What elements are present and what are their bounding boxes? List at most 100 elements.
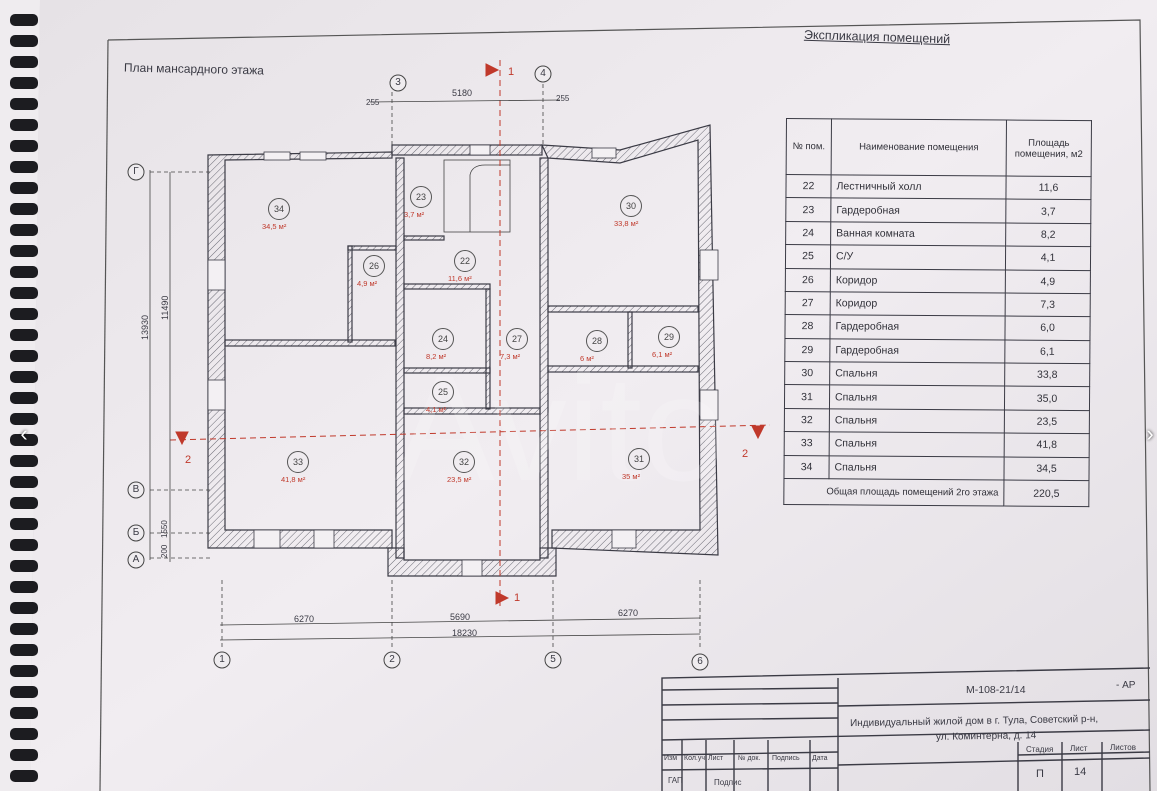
binding-coil — [10, 476, 38, 488]
room-area: 35 м² — [622, 472, 641, 481]
cell-name: С/У — [830, 244, 1006, 270]
room-number: 34 — [268, 198, 290, 220]
room-area: 3,7 м² — [404, 210, 425, 219]
binding-coil — [10, 308, 38, 320]
cell-num: 32 — [784, 408, 830, 432]
binding-coil — [10, 770, 38, 782]
axis-label: 2 — [389, 654, 395, 665]
title-address: ул. Коминтерна, д. 14 — [935, 730, 1037, 743]
next-photo-button[interactable]: › — [1146, 421, 1154, 446]
binding-coil — [10, 287, 38, 299]
binding-coil — [10, 665, 38, 677]
title-sheets-label: Листов — [1110, 743, 1136, 752]
binding-coil — [10, 560, 38, 572]
total-label: Общая площадь помещений 2го этажа — [783, 478, 1004, 507]
title-sheet-label: Лист — [1070, 744, 1088, 753]
cell-name: Спальня — [829, 385, 1005, 410]
axis-label: В — [132, 484, 140, 495]
binding-coil — [10, 266, 38, 278]
title-col-label: Дата — [812, 755, 828, 762]
title-col-label: № док. — [738, 755, 761, 762]
room-number: 26 — [363, 255, 385, 277]
dim-left-small-b: 1550 — [160, 520, 169, 538]
col-num: № пом. — [786, 118, 832, 175]
room-area: 4,9 м² — [357, 279, 378, 288]
cell-area: 34,5 — [1003, 456, 1090, 481]
axis-marker — [127, 481, 145, 499]
axis-marker — [389, 74, 407, 92]
title-col-label: Лист — [708, 755, 724, 762]
cell-num: 34 — [783, 454, 830, 479]
dim-top-right: 255 — [556, 94, 570, 103]
axis-label: 4 — [540, 68, 546, 79]
binding-coil — [10, 371, 38, 383]
room-area: 4,1 м² — [426, 405, 447, 414]
cell-area: 6,1 — [1004, 339, 1090, 364]
prev-photo-button[interactable]: ‹ — [20, 421, 28, 446]
room-area: 33,8 м² — [614, 219, 639, 228]
axis-label: 3 — [395, 77, 401, 88]
section-mark-top: 1 — [508, 66, 515, 78]
binding-coil — [10, 602, 38, 614]
binding-coil — [10, 245, 38, 257]
cell-name: Спальня — [829, 361, 1005, 387]
binding-coil — [10, 182, 38, 194]
cell-num: 28 — [784, 314, 831, 339]
binding-coil — [10, 119, 38, 131]
cell-num: 30 — [784, 361, 830, 386]
axis-label: 5 — [550, 654, 556, 665]
cell-name: Коридор — [830, 291, 1006, 317]
binding-coil — [10, 161, 38, 173]
cell-area: 11,6 — [1005, 176, 1092, 201]
axis-marker — [534, 65, 552, 83]
room-area: 7,3 м² — [500, 352, 521, 361]
section-mark-bottom: 1 — [514, 592, 521, 604]
section-mark-right: 2 — [742, 448, 749, 460]
axis-marker — [127, 551, 145, 569]
binding-coil — [10, 329, 38, 341]
dim-left-small-a: 200 — [160, 544, 169, 558]
binding-coil — [10, 35, 38, 47]
title-col-label: Изм — [664, 755, 678, 762]
cell-name: Лестничный холл — [830, 174, 1007, 200]
binding-coil — [10, 749, 38, 761]
cell-num: 31 — [784, 384, 830, 409]
binding-coil — [10, 203, 38, 215]
room-number: 22 — [454, 250, 476, 272]
col-name: Наименование помещения — [831, 118, 1007, 177]
axis-marker — [691, 653, 709, 671]
spiral-binding — [10, 14, 38, 782]
axis-label: Г — [133, 166, 139, 177]
room-number: 31 — [628, 448, 650, 470]
room-number: 32 — [453, 451, 475, 473]
title-stage-label: Стадия — [1026, 745, 1054, 754]
binding-coil — [10, 539, 38, 551]
dim-top-left: 255 — [366, 98, 380, 107]
cell-num: 25 — [785, 244, 831, 269]
binding-coil — [10, 728, 38, 740]
axis-marker — [544, 651, 562, 669]
room-area: 11,6 м² — [448, 274, 472, 283]
dim-left-inner: 11490 — [160, 295, 170, 320]
cell-area: 33,8 — [1004, 363, 1090, 388]
room-number: 28 — [586, 330, 608, 352]
title-gap: ГАП — [668, 776, 683, 785]
plan-title: План мансардного этажа — [123, 60, 265, 78]
title-col-label: Подпись — [772, 755, 800, 762]
binding-coil — [10, 224, 38, 236]
cell-num: 29 — [784, 338, 830, 362]
cell-area: 35,0 — [1004, 386, 1090, 411]
total-value: 220,5 — [1003, 480, 1089, 507]
axis-label: 1 — [219, 654, 225, 665]
room-area: 34,5 м² — [262, 222, 287, 231]
room-number: 27 — [506, 328, 528, 350]
